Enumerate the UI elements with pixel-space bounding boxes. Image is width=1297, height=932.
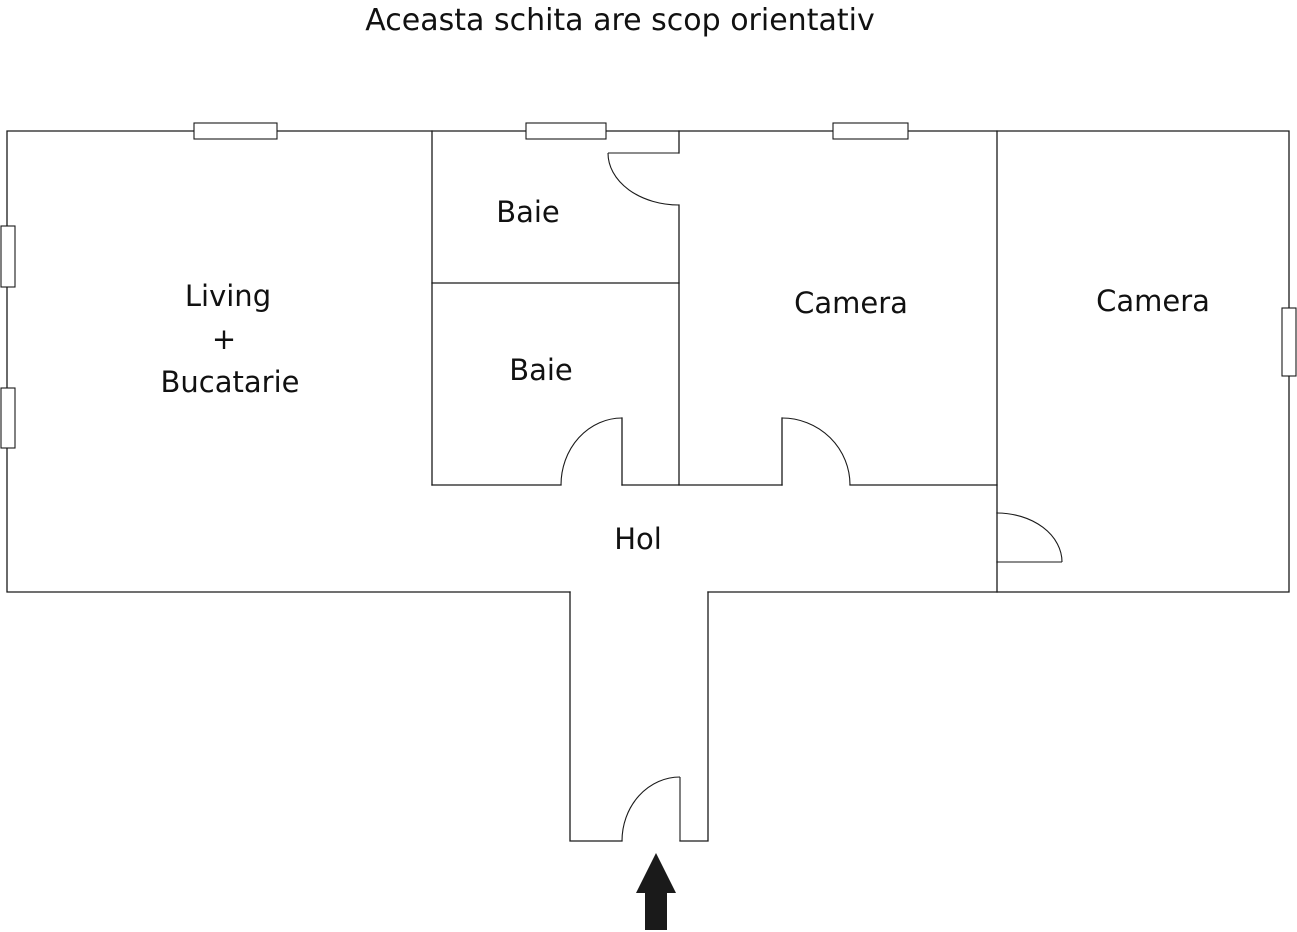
label-baie-top: Baie — [496, 195, 560, 229]
window-living-top — [193, 122, 278, 140]
label-living: Living — [185, 279, 271, 313]
outer-walls — [6, 130, 1290, 842]
plan-caption: Aceasta schita are scop orientativ — [365, 3, 874, 38]
label-hol: Hol — [614, 522, 662, 556]
window-baie-top — [525, 122, 607, 140]
label-camera-right: Camera — [1096, 284, 1210, 318]
room-labels: Living + Bucatarie Baie Baie Camera Came… — [161, 195, 1210, 556]
label-bucatarie: Bucatarie — [161, 365, 300, 399]
entrance-arrow-icon — [636, 853, 676, 930]
door-entrance — [621, 776, 681, 842]
label-living-plus: + — [212, 322, 236, 356]
label-camera-middle: Camera — [794, 286, 908, 320]
doors — [560, 152, 1063, 842]
window-living-left-upper — [0, 225, 16, 288]
door-baie-top — [607, 152, 680, 206]
window-camera-right — [1281, 307, 1297, 377]
windows — [0, 122, 1297, 449]
door-camera-middle — [781, 417, 851, 486]
interior-walls — [431, 130, 998, 593]
door-baie-bottom — [560, 417, 623, 486]
door-camera-right — [996, 512, 1063, 563]
window-living-left-lower — [0, 387, 16, 449]
window-camera-middle — [832, 122, 909, 140]
label-baie-bottom: Baie — [509, 353, 573, 387]
